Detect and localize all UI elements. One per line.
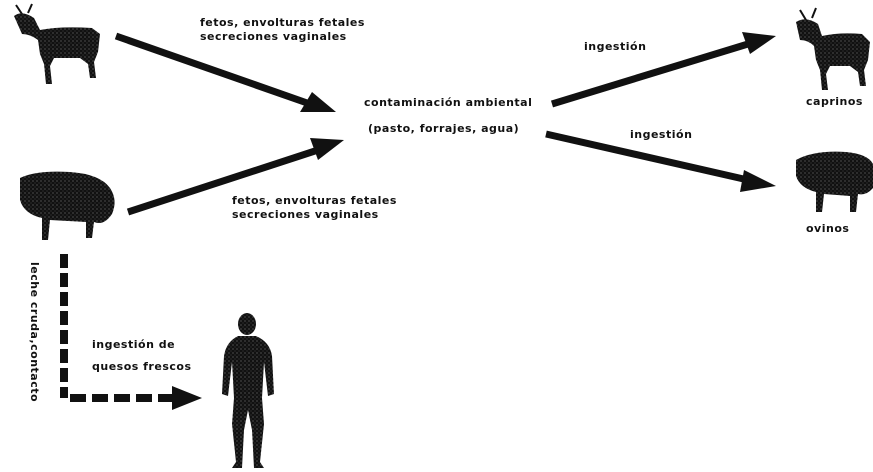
human-icon xyxy=(222,313,274,468)
goat-source-label: fetos, envolturas fetales secreciones va… xyxy=(200,16,365,44)
ingestion-goat-label: ingestión xyxy=(584,40,646,54)
sheep-source-label: fetos, envolturas fetales secreciones va… xyxy=(232,194,397,222)
sheep-icon xyxy=(796,152,873,212)
milk-contact-label: leche cruda,contacto xyxy=(28,262,41,402)
dashed-path-to-human xyxy=(64,254,202,410)
ovinos-label: ovinos xyxy=(806,222,849,236)
goat-icon xyxy=(796,8,870,90)
arrow-goat-to-environment xyxy=(116,36,336,112)
human-ingestion-label: ingestión de quesos frescos xyxy=(92,334,192,378)
arrow-environment-to-sheep xyxy=(546,134,776,192)
environment-label: contaminación ambiental xyxy=(364,96,532,110)
ingestion-sheep-label: ingestión xyxy=(630,128,692,142)
environment-detail-label: (pasto, forrajes, agua) xyxy=(368,122,519,136)
sheep-icon xyxy=(20,172,115,240)
goat-icon xyxy=(14,4,100,84)
caprinos-label: caprinos xyxy=(806,95,863,109)
